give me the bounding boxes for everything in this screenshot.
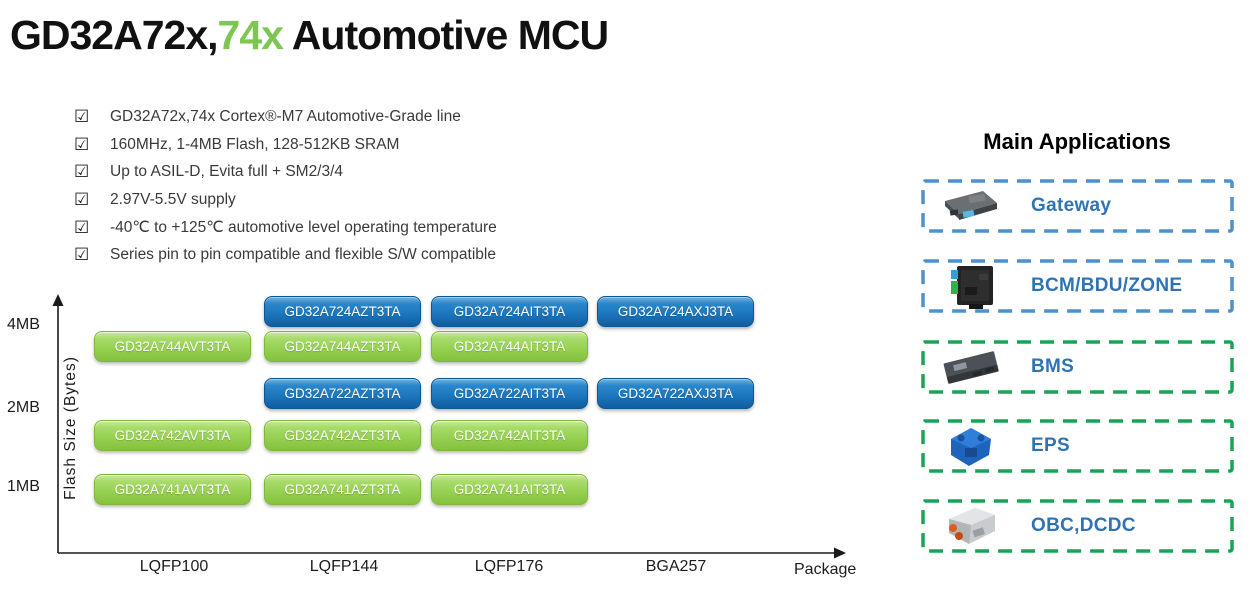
y-axis-arrow-icon xyxy=(52,294,64,306)
chip-gd32a742avt3ta: GD32A742AVT3TA xyxy=(94,420,251,451)
bms-module-image xyxy=(943,351,999,384)
application-label: BMS xyxy=(1031,356,1075,377)
chip-gd32a744avt3ta: GD32A744AVT3TA xyxy=(94,331,251,362)
chip-gd32a722azt3ta: GD32A722AZT3TA xyxy=(264,378,421,409)
y-tick-1mb: 1MB xyxy=(7,478,40,495)
chip-gd32a741ait3ta: GD32A741AIT3TA xyxy=(431,474,588,505)
eps-module-image xyxy=(951,428,991,466)
applications-title: Main Applications xyxy=(983,129,1171,154)
chip-gd32a724ait3ta: GD32A724AIT3TA xyxy=(431,296,588,327)
checkbox-checked-icon: ☑ xyxy=(74,107,90,126)
feature-text: 2.97V-5.5V supply xyxy=(110,191,236,209)
dashed-border xyxy=(921,340,1234,394)
page-title: GD32A72x,74x Automotive MCU xyxy=(10,12,609,59)
chip-gd32a742ait3ta: GD32A742AIT3TA xyxy=(431,420,588,451)
x-tick-lqfp144: LQFP144 xyxy=(309,558,379,575)
checkbox-checked-icon: ☑ xyxy=(74,162,90,182)
y-axis-label: Flash Size (Bytes) xyxy=(62,356,79,500)
application-box-gateway: Gateway xyxy=(921,179,1234,233)
chip-gd32a744azt3ta: GD32A744AZT3TA xyxy=(264,331,421,362)
title-part-black: GD32A72x, xyxy=(10,12,219,58)
y-tick-4mb: 4MB xyxy=(7,316,40,333)
dashed-border xyxy=(921,419,1234,473)
chip-gd32a722ait3ta: GD32A722AIT3TA xyxy=(431,378,588,409)
chip-gd32a741avt3ta: GD32A741AVT3TA xyxy=(94,474,251,505)
application-label: Gateway xyxy=(1031,195,1112,216)
feature-text: GD32A72x,74x Cortex®-M7 Automotive-Grade… xyxy=(110,108,461,125)
chip-gd32a724azt3ta: GD32A724AZT3TA xyxy=(264,296,421,327)
application-label: BCM/BDU/ZONE xyxy=(1031,275,1183,296)
checkbox-checked-icon: ☑ xyxy=(74,134,90,154)
feature-item: ☑ GD32A72x,74x Cortex®-M7 Automotive-Gra… xyxy=(74,106,497,134)
x-axis-label: Package xyxy=(794,561,857,578)
x-axis-arrow-icon xyxy=(834,547,846,559)
feature-item: ☑ 2.97V-5.5V supply xyxy=(74,189,497,217)
bcm-module-image xyxy=(951,266,993,309)
chip-gd32a744ait3ta: GD32A744AIT3TA xyxy=(431,331,588,362)
x-tick-lqfp176: LQFP176 xyxy=(474,558,544,575)
application-box-bcm-bdu-zone: BCM/BDU/ZONE xyxy=(921,259,1234,313)
dashed-border xyxy=(921,259,1234,313)
application-label: OBC,DCDC xyxy=(1031,515,1136,536)
feature-list: ☑ GD32A72x,74x Cortex®-M7 Automotive-Gra… xyxy=(74,106,497,272)
title-part-green: 74x xyxy=(217,12,284,58)
feature-item: ☑ Series pin to pin compatible and flexi… xyxy=(74,244,497,272)
application-label: EPS xyxy=(1031,435,1070,456)
application-box-obc-dcdc: OBC,DCDC xyxy=(921,499,1234,553)
application-box-bms: BMS xyxy=(921,340,1234,394)
feature-item: ☑ 160MHz, 1-4MB Flash, 128-512KB SRAM xyxy=(74,134,497,162)
dashed-border xyxy=(921,179,1234,233)
chip-gd32a742azt3ta: GD32A742AZT3TA xyxy=(264,420,421,451)
feature-text: Series pin to pin compatible and flexibl… xyxy=(110,246,496,264)
feature-text: 160MHz, 1-4MB Flash, 128-512KB SRAM xyxy=(110,135,400,153)
chip-gd32a741azt3ta: GD32A741AZT3TA xyxy=(264,474,421,505)
y-tick-2mb: 2MB xyxy=(7,399,40,416)
chip-gd32a724axj3ta: GD32A724AXJ3TA xyxy=(597,296,754,327)
dashed-border xyxy=(921,499,1234,553)
x-tick-bga257: BGA257 xyxy=(645,558,707,575)
feature-item: ☑ Up to ASIL-D, Evita full + SM2/3/4 xyxy=(74,161,497,189)
chip-gd32a722axj3ta: GD32A722AXJ3TA xyxy=(597,378,754,409)
obc-module-image xyxy=(949,508,995,544)
application-box-eps: EPS xyxy=(921,419,1234,473)
checkbox-checked-icon: ☑ xyxy=(74,245,90,265)
checkbox-checked-icon: ☑ xyxy=(74,217,90,237)
checkbox-checked-icon: ☑ xyxy=(74,190,90,210)
feature-text: Up to ASIL-D, Evita full + SM2/3/4 xyxy=(110,163,344,181)
gateway-module-image xyxy=(945,191,997,220)
title-part-rest: Automotive MCU xyxy=(282,12,609,58)
x-tick-lqfp100: LQFP100 xyxy=(139,558,209,575)
feature-text: -40℃ to +125℃ automotive level operating… xyxy=(110,218,497,236)
feature-item: ☑ -40℃ to +125℃ automotive level operati… xyxy=(74,217,497,245)
